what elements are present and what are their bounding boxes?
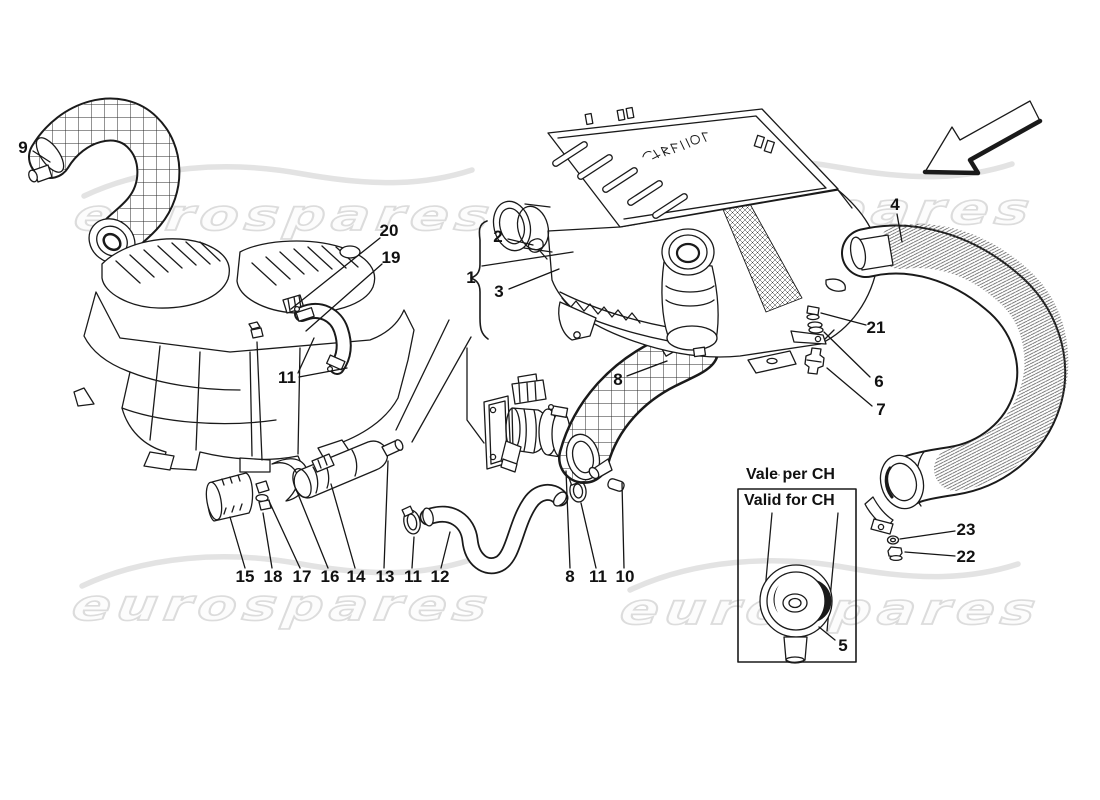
leader-line-5	[818, 626, 836, 641]
leader-line-20	[290, 237, 381, 310]
callout-7: 7	[876, 400, 886, 419]
leader-line-23	[899, 530, 956, 540]
callout-22: 22	[956, 547, 976, 566]
leader-line-2	[507, 238, 534, 246]
leader-line-18	[262, 512, 273, 569]
callout-20: 20	[379, 221, 399, 240]
leader-line-3	[508, 268, 560, 290]
callout-21: 21	[866, 318, 886, 337]
air-cleaner-assembly-drawing	[492, 106, 879, 476]
callout-14: 14	[346, 567, 366, 586]
intake-manifold-drawing	[73, 238, 415, 473]
breather-hose-drawing	[282, 294, 352, 375]
callout-11: 11	[589, 567, 607, 586]
callout-3: 3	[494, 282, 504, 301]
callout-4: 4	[890, 195, 900, 214]
intake-elbow-hose-drawing	[28, 97, 187, 267]
leader-line-11	[580, 502, 597, 569]
callout-11: 11	[404, 567, 422, 586]
leader-line-13	[383, 460, 389, 569]
callout-15: 15	[235, 567, 255, 586]
callout-1-brace	[470, 220, 489, 340]
ch-note-english: Valid for CH	[744, 492, 835, 509]
callout-10: 10	[615, 567, 635, 586]
assembly-reference-lines	[395, 220, 574, 444]
callout-18: 18	[263, 567, 283, 586]
pump-and-mount-drawing	[205, 439, 404, 522]
intake-elbow-to-airbox-drawing	[558, 322, 720, 492]
air-flow-meter-drawing	[483, 373, 571, 473]
direction-arrow-icon	[922, 100, 1043, 176]
leader-line-8	[626, 360, 668, 377]
callout-11: 11	[278, 368, 296, 387]
leader-line-8	[565, 470, 571, 569]
callout-2: 2	[493, 227, 503, 246]
leader-line-17	[268, 500, 301, 569]
leader-line-15	[229, 516, 246, 569]
leader-line-21	[820, 312, 867, 326]
leader-line-10	[621, 482, 625, 569]
callout-8: 8	[613, 370, 623, 389]
callout-23: 23	[956, 520, 976, 539]
hose-and-clamp-drawing	[401, 474, 587, 575]
leader-line-11	[298, 367, 348, 378]
ch-note-italian: Vale per CH	[746, 466, 835, 483]
leader-line-11	[297, 337, 315, 374]
callout-1: 1	[466, 268, 476, 287]
callout-8: 8	[565, 567, 575, 586]
callout-12: 12	[430, 567, 450, 586]
spring-clip-drawing	[527, 238, 548, 260]
leader-line-9	[32, 150, 51, 163]
callout-17: 17	[292, 567, 312, 586]
leader-line-11	[411, 536, 415, 569]
leader-line-12	[440, 531, 451, 569]
lid-emblem	[642, 132, 708, 160]
callout-16: 16	[320, 567, 340, 586]
leader-line-6	[823, 331, 871, 378]
leader-line-19	[305, 263, 383, 332]
callout-5: 5	[838, 636, 848, 655]
intake-duct-hose-drawing	[841, 224, 1069, 562]
callout-9: 9	[18, 138, 28, 157]
callout-6: 6	[874, 372, 884, 391]
leader-line-22	[904, 551, 956, 557]
callout-13: 13	[375, 567, 395, 586]
leader-line-7	[826, 367, 873, 407]
callout-19: 19	[381, 248, 401, 267]
leader-line-4	[896, 213, 903, 243]
leader-line-16	[295, 488, 329, 569]
leader-line-14	[330, 483, 356, 569]
